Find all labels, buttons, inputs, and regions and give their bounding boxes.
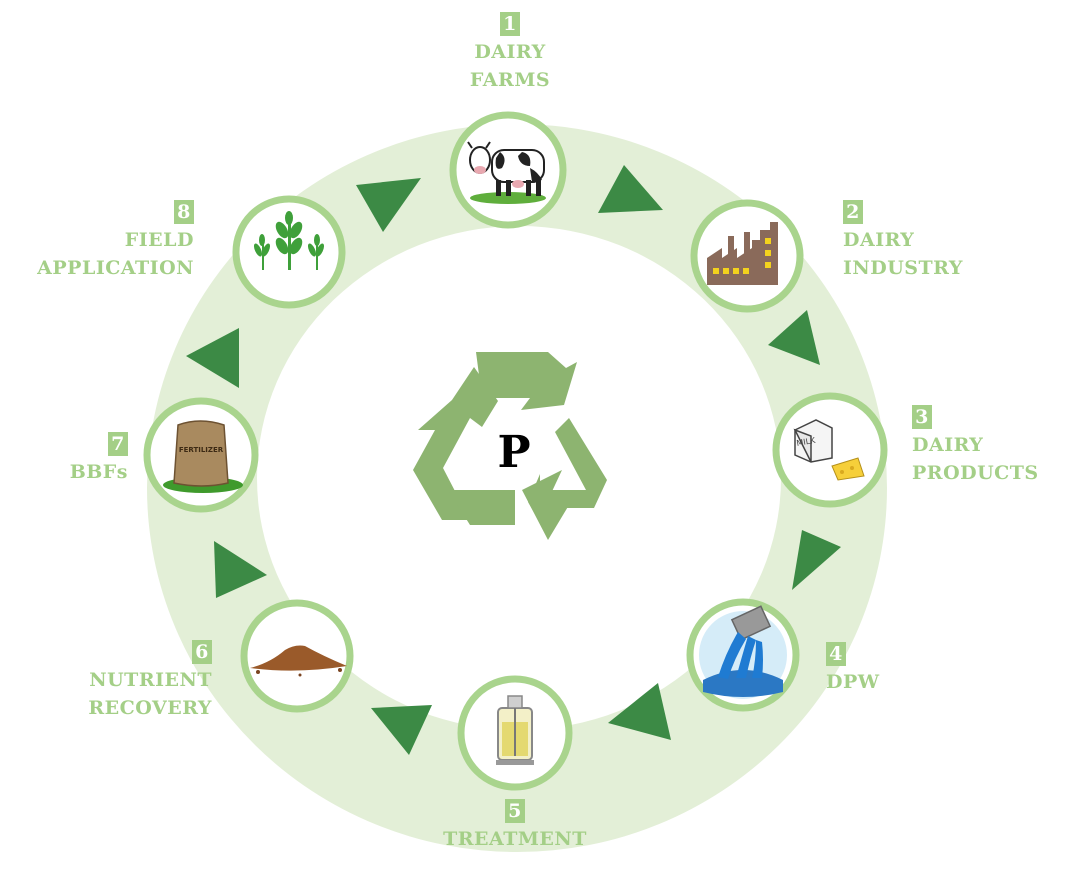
cycle-arrows (186, 165, 841, 755)
stage-node-6 (240, 599, 354, 713)
stage-node-5 (457, 675, 573, 791)
arrow-7-8 (186, 328, 239, 388)
svg-text:FERTILIZER: FERTILIZER (179, 446, 224, 454)
stage-name-6-line1: NUTRIENT (89, 669, 212, 691)
fertilizer-bag-icon: FERTILIZER (163, 420, 243, 493)
stage-name-7-line1: BBFs (69, 461, 128, 483)
stage-name-1-line1: DAIRY (474, 41, 546, 63)
cow-icon (467, 141, 546, 204)
stage-name-2-line1: DAIRY (843, 229, 915, 251)
arrow-4-5 (608, 683, 671, 740)
stage-name-8-line1: FIELD (124, 229, 194, 251)
stage-label-4: 4 DPW (826, 640, 880, 696)
stage-number-2: 2 (843, 200, 863, 224)
stage-label-1: 1 DAIRY FARMS (455, 10, 565, 94)
stage-name-3-line2: PRODUCTS (912, 462, 1039, 484)
stage-name-3-line1: DAIRY (912, 434, 984, 456)
stage-label-2: 2 DAIRY INDUSTRY (843, 198, 963, 282)
stage-label-7: 7 BBFs (50, 430, 128, 486)
stage-name-4-line1: DPW (826, 671, 880, 693)
stage-node-7: FERTILIZER (143, 397, 259, 513)
stage-number-6: 6 (192, 640, 212, 664)
stage-node-8 (232, 195, 346, 309)
stage-label-6: 6 NUTRIENT RECOVERY (62, 638, 212, 722)
arrow-8-1 (356, 178, 421, 232)
arrow-3-4 (792, 530, 841, 590)
arrow-2-3 (768, 310, 820, 365)
milk-cheese-icon: MILK (793, 419, 865, 481)
stage-label-8: 8 FIELD APPLICATION (10, 198, 194, 282)
stage-number-4: 4 (826, 642, 846, 666)
bioreactor-icon (496, 695, 534, 765)
stage-name-2-line2: INDUSTRY (843, 257, 963, 279)
factory-icon (707, 222, 778, 285)
stage-node-1 (449, 111, 567, 229)
stage-node-4 (686, 598, 800, 712)
stage-number-8: 8 (174, 200, 194, 224)
stage-label-3: 3 DAIRY PRODUCTS (912, 403, 1039, 487)
soil-pile-icon (250, 645, 347, 677)
stage-node-2 (690, 199, 804, 313)
recycle-icon (413, 352, 607, 540)
stage-name-1-line2: FARMS (469, 69, 551, 91)
stage-node-3: MILK (772, 392, 888, 508)
stage-number-3: 3 (912, 405, 932, 429)
phosphorus-symbol: P (497, 427, 530, 478)
stage-number-1: 1 (500, 12, 520, 36)
stage-name-5-line1: TREATMENT (443, 828, 587, 850)
svg-text:MILK: MILK (796, 436, 817, 448)
stage-number-7: 7 (108, 432, 128, 456)
arrow-6-7 (214, 541, 267, 598)
stage-number-5: 5 (505, 799, 525, 823)
stage-name-8-line2: APPLICATION (37, 257, 194, 279)
wastewater-pipe-icon (699, 605, 787, 699)
arrow-1-2 (598, 165, 663, 213)
crop-plants-icon (253, 211, 325, 270)
stage-name-6-line2: RECOVERY (88, 697, 212, 719)
arrow-5-6 (371, 705, 432, 755)
stage-label-5: 5 TREATMENT (425, 797, 605, 853)
